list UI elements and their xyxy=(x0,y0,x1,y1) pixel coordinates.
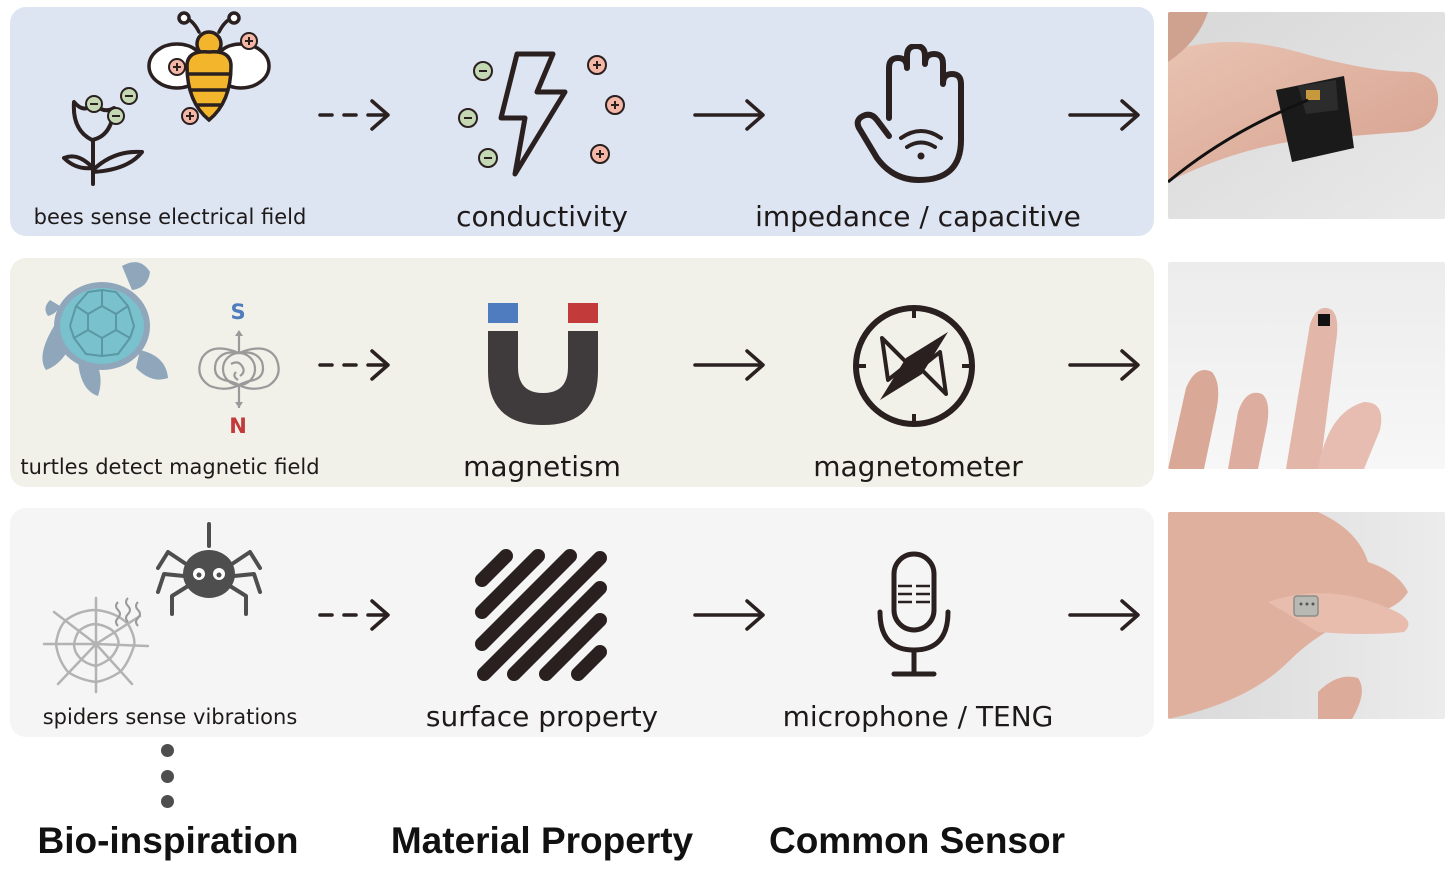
photo-finger-ring-sensor xyxy=(1168,12,1445,219)
photo-fingertip-magnet xyxy=(1168,262,1445,469)
turtle-icon xyxy=(42,262,168,396)
bio-caption-bees: bees sense electrical field xyxy=(33,205,307,229)
bio-caption-spiders: spiders sense vibrations xyxy=(42,705,298,729)
arrow-icon xyxy=(693,599,765,631)
earth-field-icon xyxy=(198,330,280,408)
pole-south-label: S xyxy=(230,300,246,324)
arrow-icon xyxy=(693,99,765,131)
flower-icon xyxy=(62,87,144,186)
arrow-icon xyxy=(1068,99,1140,131)
dashed-arrow-icon xyxy=(318,349,390,381)
heading-material-property: Material Property xyxy=(390,820,694,861)
sensor-impedance: impedance / capacitive xyxy=(755,200,1081,233)
heading-common-sensor: Common Sensor xyxy=(768,820,1066,861)
magnet-icon xyxy=(488,303,598,425)
lightning-icon xyxy=(458,51,625,177)
bee-icon xyxy=(147,11,271,125)
property-surface: surface property xyxy=(425,700,659,733)
spider-web-icon xyxy=(42,596,150,694)
property-magnetism: magnetism xyxy=(463,450,621,483)
bio-caption-turtles: turtles detect magnetic field xyxy=(20,455,320,479)
diagonal-lines-icon xyxy=(475,549,607,681)
dashed-arrow-icon xyxy=(318,599,390,631)
sensor-magnetometer: magnetometer xyxy=(813,450,1023,483)
more-rows-ellipsis xyxy=(160,744,176,810)
compass-icon xyxy=(853,305,975,427)
arrow-icon xyxy=(693,349,765,381)
property-conductivity: conductivity xyxy=(456,200,628,233)
sensor-microphone: microphone / TENG xyxy=(782,700,1054,733)
spider-icon xyxy=(156,522,262,616)
hand-wave-icon xyxy=(854,44,964,183)
row-spiders xyxy=(10,508,1154,737)
pole-north-label: N xyxy=(229,414,247,438)
heading-bio-inspiration: Bio-inspiration xyxy=(37,820,299,861)
dashed-arrow-icon xyxy=(318,99,390,131)
arrow-icon xyxy=(1068,599,1140,631)
photo-hand-vibration-sensor xyxy=(1168,512,1445,719)
arrow-icon xyxy=(1068,349,1140,381)
microphone-icon xyxy=(877,551,951,677)
